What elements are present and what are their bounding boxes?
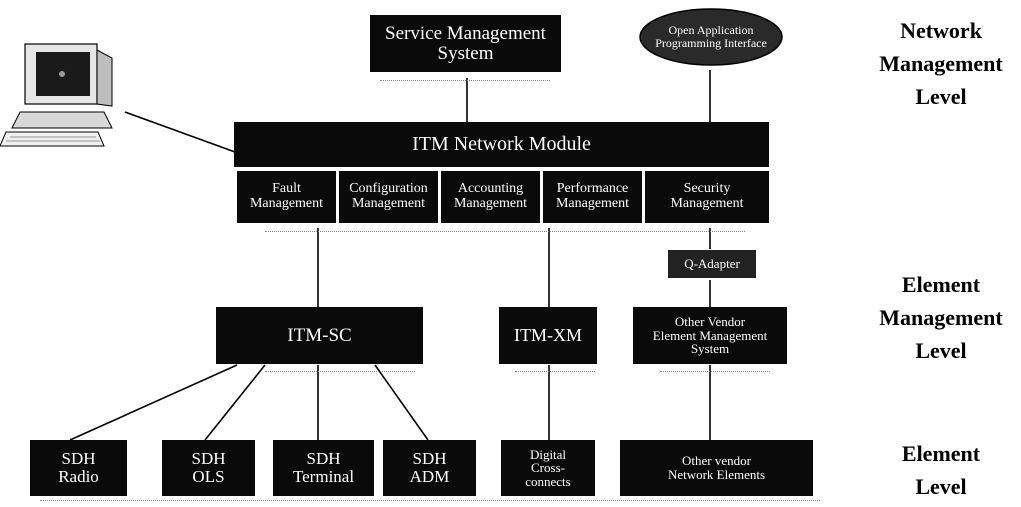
line-itmsc-to-sdhadm [374, 364, 429, 441]
element-management-level-label: Element Management Level [879, 272, 1003, 363]
other-vendor-network-elements-box: Other vendor Network Elements [620, 440, 813, 496]
accounting-management-box: Accounting Management [441, 171, 540, 223]
configuration-management-box: Configuration Management [339, 171, 438, 223]
dotted-rule [660, 371, 770, 372]
network-management-level-label: Network Management Level [879, 18, 1003, 109]
ellipse-shape-icon [639, 8, 783, 66]
sdh-radio-box: SDH Radio [30, 440, 127, 496]
security-management-box: Security Management [645, 171, 769, 223]
workstation-icon [0, 43, 113, 147]
open-api-label: Open Application Programming Interface [655, 23, 767, 50]
other-vendor-ems-box: Other Vendor Element Management System [633, 307, 787, 364]
dotted-rule [265, 371, 415, 372]
dotted-rule [265, 231, 745, 232]
line-itmsc-to-sdhols [204, 364, 266, 441]
sdh-ols-box: SDH OLS [162, 440, 255, 496]
itm-sc-box: ITM-SC [216, 307, 423, 364]
performance-management-box: Performance Management [543, 171, 642, 223]
itm-xm-box: ITM-XM [499, 307, 597, 364]
line-workstation-to-module [124, 111, 236, 153]
sdh-adm-box: SDH ADM [383, 440, 476, 496]
digital-cross-connects-box: Digital Cross- connects [501, 440, 595, 496]
fault-management-box: Fault Management [237, 171, 336, 223]
itm-network-module-box: ITM Network Module [234, 122, 769, 167]
sdh-terminal-box: SDH Terminal [273, 440, 374, 496]
open-api-ellipse: Open Application Programming Interface [638, 6, 784, 68]
dotted-rule [40, 500, 820, 501]
service-management-system-box: Service Management System [370, 15, 561, 72]
dotted-rule [515, 371, 595, 372]
dotted-rule [380, 80, 550, 81]
element-level-label: Element Level [901, 441, 981, 499]
q-adapter-box: Q-Adapter [668, 250, 756, 278]
line-itmsc-to-sdhradio [69, 364, 238, 441]
